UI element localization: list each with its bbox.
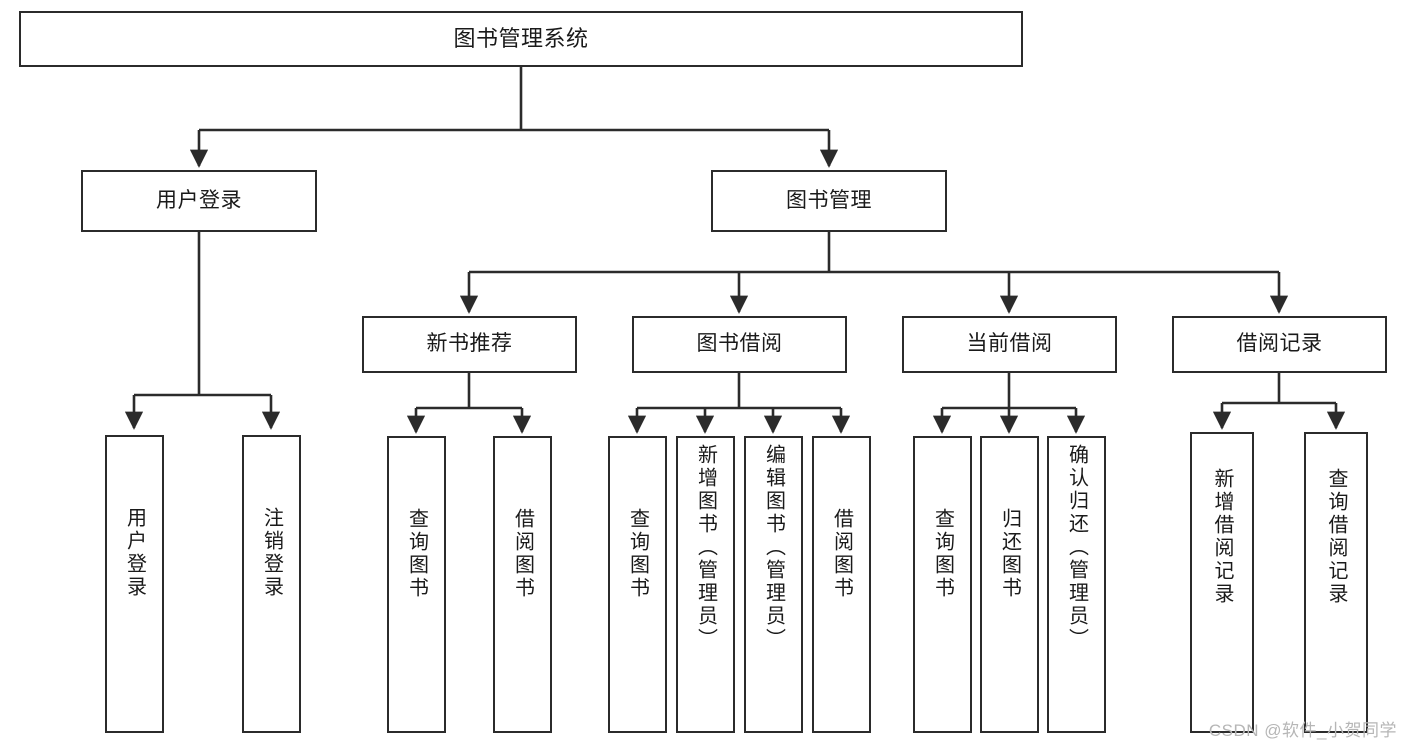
leaf-user-login[interactable]: 用户登录 xyxy=(105,435,164,733)
node-user-login-label: 用户登录 xyxy=(156,188,242,212)
node-borrow-record[interactable]: 借阅记录 xyxy=(1172,316,1387,373)
leaf-add-record[interactable]: 新增借阅记录 xyxy=(1190,432,1254,733)
leaf-logout-label: 注销登录 xyxy=(260,507,283,599)
node-borrow-record-label: 借阅记录 xyxy=(1236,332,1323,356)
leaf-edit-book-label: 编辑图书（管理员） xyxy=(762,444,785,651)
watermark-text: CSDN @软件_小贺同学 xyxy=(1208,721,1397,740)
leaf-query-record[interactable]: 查询借阅记录 xyxy=(1304,432,1368,733)
node-book-manage-label: 图书管理 xyxy=(786,188,872,212)
leaf-logout[interactable]: 注销登录 xyxy=(242,435,301,733)
node-book-borrow-label: 图书借阅 xyxy=(696,332,783,356)
node-book-borrow[interactable]: 图书借阅 xyxy=(632,316,847,373)
leaf-query-book-2[interactable]: 查询图书 xyxy=(608,436,667,733)
leaf-borrow-book-2[interactable]: 借阅图书 xyxy=(812,436,871,733)
leaf-return-book[interactable]: 归还图书 xyxy=(980,436,1039,733)
leaf-borrow-book-2-label: 借阅图书 xyxy=(830,508,853,600)
leaf-confirm-return-label: 确认归还（管理员） xyxy=(1065,444,1088,651)
node-root[interactable]: 图书管理系统 xyxy=(19,11,1023,67)
leaf-borrow-book-1-label: 借阅图书 xyxy=(511,508,534,600)
leaf-query-book-2-label: 查询图书 xyxy=(626,508,649,600)
leaf-query-record-label: 查询借阅记录 xyxy=(1325,468,1347,606)
leaf-add-book-label: 新增图书（管理员） xyxy=(694,444,717,651)
node-user-login[interactable]: 用户登录 xyxy=(81,170,317,232)
leaf-borrow-book-1[interactable]: 借阅图书 xyxy=(493,436,552,733)
leaf-return-book-label: 归还图书 xyxy=(998,508,1021,600)
node-new-book-rec[interactable]: 新书推荐 xyxy=(362,316,577,373)
leaf-confirm-return[interactable]: 确认归还（管理员） xyxy=(1047,436,1106,733)
leaf-query-book-1[interactable]: 查询图书 xyxy=(387,436,446,733)
leaf-query-book-1-label: 查询图书 xyxy=(405,508,428,600)
node-current-borrow-label: 当前借阅 xyxy=(966,332,1053,356)
node-new-book-rec-label: 新书推荐 xyxy=(426,332,513,356)
node-root-label: 图书管理系统 xyxy=(453,26,589,52)
leaf-add-record-label: 新增借阅记录 xyxy=(1211,468,1233,606)
node-book-manage[interactable]: 图书管理 xyxy=(711,170,947,232)
leaf-query-book-3-label: 查询图书 xyxy=(931,508,954,600)
node-current-borrow[interactable]: 当前借阅 xyxy=(902,316,1117,373)
leaf-edit-book[interactable]: 编辑图书（管理员） xyxy=(744,436,803,733)
leaf-add-book[interactable]: 新增图书（管理员） xyxy=(676,436,735,733)
leaf-user-login-label: 用户登录 xyxy=(123,507,146,599)
leaf-query-book-3[interactable]: 查询图书 xyxy=(913,436,972,733)
